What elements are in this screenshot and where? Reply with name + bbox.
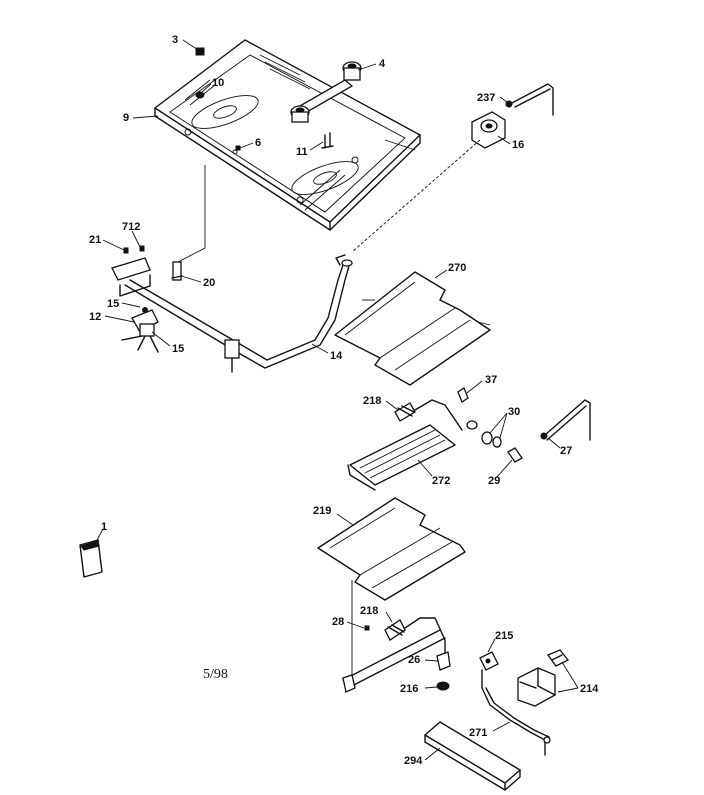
bracket-294 — [424, 721, 521, 791]
burner-272 — [347, 424, 456, 491]
fitting-26 — [436, 651, 451, 671]
bracket-37 — [457, 387, 469, 403]
label-37: 37 — [485, 374, 497, 386]
label-20: 20 — [203, 277, 215, 289]
label-28: 28 — [332, 616, 344, 628]
clip-11 — [321, 132, 334, 149]
screw-21 — [123, 247, 129, 254]
manifold-14 — [111, 254, 353, 373]
broil-tube — [342, 617, 446, 693]
label-219: 219 — [313, 505, 331, 517]
screw-28 — [364, 625, 370, 631]
fitting-20 — [171, 261, 183, 281]
label-26: 26 — [408, 654, 420, 666]
nut-29 — [507, 447, 523, 463]
label-27: 27 — [560, 445, 572, 457]
label-30: 30 — [508, 406, 520, 418]
label-271: 271 — [469, 727, 487, 739]
label-214: 214 — [580, 683, 599, 695]
igniter-214 — [517, 649, 570, 707]
label-4: 4 — [379, 58, 386, 70]
grommet-10 — [195, 91, 205, 99]
label-29: 29 — [488, 475, 500, 487]
label-9: 9 — [123, 112, 129, 124]
label-216: 216 — [400, 683, 418, 695]
label-11: 11 — [296, 146, 308, 158]
orifice-218a — [394, 402, 416, 422]
label-14: 14 — [330, 350, 343, 362]
label-15a: 15 — [107, 298, 119, 310]
label-10: 10 — [212, 77, 224, 89]
label-12: 12 — [89, 311, 101, 323]
fittings-30 — [466, 420, 502, 448]
label-218a: 218 — [363, 395, 381, 407]
label-270: 270 — [448, 262, 466, 274]
orifice-bracket-4 — [290, 61, 362, 123]
tube-271 — [481, 687, 551, 756]
tube-27 — [540, 399, 591, 441]
label-16: 16 — [512, 139, 524, 151]
gasket-216 — [436, 681, 450, 691]
date-code: 5/98 — [203, 667, 228, 682]
literature-1 — [79, 539, 103, 578]
tube-237 — [505, 83, 554, 116]
burner-box — [154, 39, 421, 231]
valve-215 — [479, 651, 499, 689]
label-294: 294 — [404, 755, 423, 767]
clip-6 — [235, 145, 241, 151]
label-218b: 218 — [360, 605, 378, 617]
label-237: 237 — [477, 92, 495, 104]
label-1: 1 — [101, 521, 107, 533]
tube-218 — [414, 399, 463, 431]
label-3: 3 — [172, 34, 178, 46]
label-15b: 15 — [172, 343, 184, 355]
valve-12 — [121, 307, 159, 353]
label-6: 6 — [255, 137, 261, 149]
orifice-218b — [384, 619, 406, 641]
callout-labels: 3 4 10 9 6 11 237 16 712 21 20 15 12 15 … — [89, 34, 599, 767]
label-712: 712 — [122, 221, 140, 233]
screw-3 — [195, 47, 205, 56]
shield-219 — [317, 497, 466, 601]
label-21: 21 — [89, 234, 101, 246]
shield-270 — [334, 271, 491, 386]
regulator-16 — [471, 111, 506, 149]
label-215: 215 — [495, 630, 513, 642]
screw-712 — [139, 245, 145, 252]
leader-lines — [95, 39, 579, 761]
label-272: 272 — [432, 475, 450, 487]
